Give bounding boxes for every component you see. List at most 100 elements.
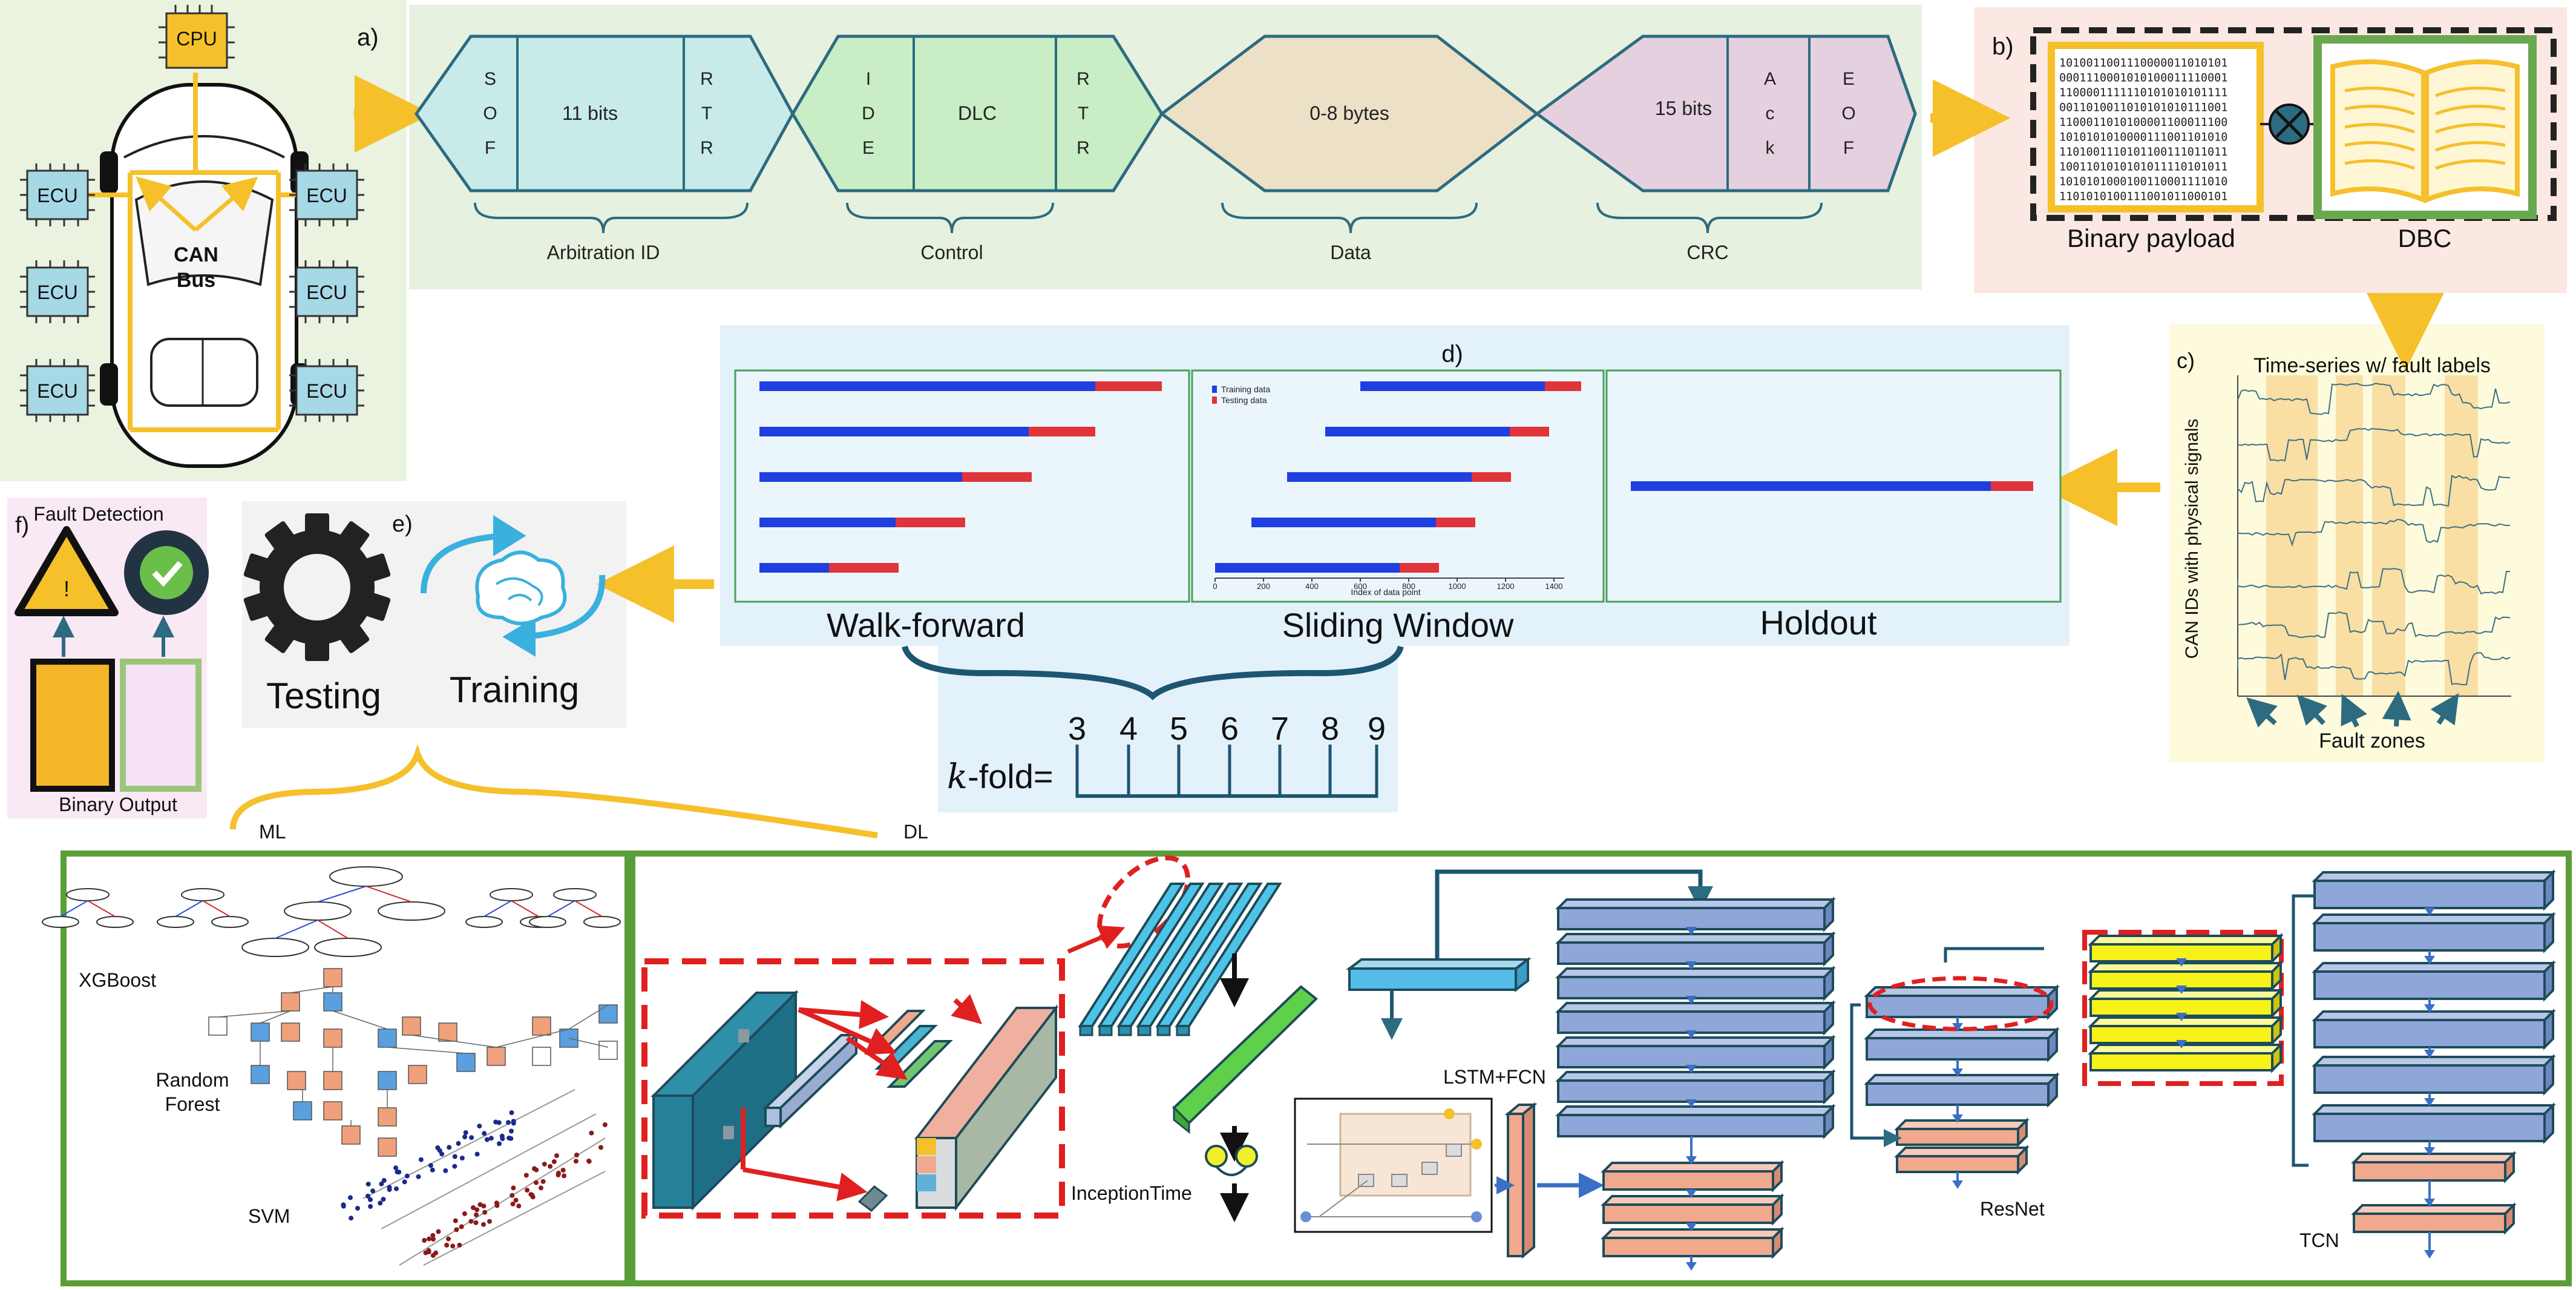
layer-block bbox=[1555, 1000, 1836, 1036]
kfold-value: 9 bbox=[1368, 711, 1386, 747]
cpu-label: CPU bbox=[176, 28, 217, 50]
svm-point bbox=[602, 1122, 608, 1127]
layer-block bbox=[2312, 1054, 2556, 1096]
svm-point bbox=[435, 1145, 441, 1150]
panel-label-c: c) bbox=[2177, 348, 2195, 373]
fault-zone bbox=[2336, 375, 2363, 696]
sw-tick-label: 1000 bbox=[1449, 582, 1466, 591]
decoding-dashed-box bbox=[2030, 27, 2557, 221]
layer-block bbox=[1555, 1069, 1836, 1105]
layer-block bbox=[2351, 1202, 2517, 1235]
kfold-value: 8 bbox=[1321, 711, 1339, 747]
svm-point bbox=[554, 1153, 559, 1159]
layer-block bbox=[2351, 1151, 2517, 1183]
panel-label-b: b) bbox=[1992, 33, 2014, 60]
svm-point bbox=[452, 1154, 457, 1159]
frame-letter-ide: E bbox=[862, 138, 874, 158]
svm-point bbox=[418, 1157, 424, 1162]
svm-point bbox=[487, 1219, 492, 1224]
test-bar bbox=[1436, 518, 1475, 527]
detection-title: Fault Detection bbox=[33, 503, 163, 525]
svm-point bbox=[474, 1212, 479, 1217]
cpu-chip bbox=[165, 12, 228, 69]
sw-tick-label: 0 bbox=[1213, 582, 1217, 591]
test-bar bbox=[1029, 427, 1095, 436]
layer-block bbox=[1894, 1145, 2030, 1175]
tcn-graphic bbox=[2292, 869, 2556, 1259]
svm-point bbox=[404, 1173, 410, 1179]
binary-output-label: Binary Output bbox=[59, 794, 177, 815]
svm-point bbox=[436, 1229, 441, 1234]
ecu-chip: ECU bbox=[289, 260, 364, 323]
timeseries-ylabel: CAN IDs with physical signals bbox=[2182, 419, 2202, 659]
svm-point bbox=[452, 1163, 457, 1169]
signal-trace bbox=[2237, 652, 2511, 686]
ml-dl-brace bbox=[230, 744, 878, 838]
frame-letter-sof: S bbox=[484, 69, 496, 89]
resnet-label: ResNet bbox=[1980, 1198, 2045, 1220]
payload-label: Binary payload bbox=[2067, 224, 2235, 252]
layer-block bbox=[1555, 1104, 1836, 1139]
ecu-chip: ECU bbox=[289, 359, 364, 422]
can-frame: 11 bits DLC 0-8 bytes 15 bits SOFRTRIDER… bbox=[414, 35, 1917, 263]
svm-point bbox=[430, 1232, 436, 1238]
training-label: Training bbox=[450, 670, 580, 710]
frame-letter-rtr2: R bbox=[1077, 69, 1090, 89]
svm-point bbox=[450, 1243, 456, 1249]
timeseries-plot bbox=[2237, 375, 2511, 697]
svm-point bbox=[370, 1188, 376, 1194]
svm-point bbox=[586, 1158, 592, 1163]
svm-point bbox=[560, 1168, 566, 1173]
frame-brace bbox=[1596, 202, 1823, 234]
frame-letter-eof: F bbox=[1843, 138, 1854, 158]
binary-line: 0011010011010101010111001 bbox=[2059, 102, 2227, 114]
kfold-brace bbox=[902, 645, 1404, 700]
svm-scatter-graphic bbox=[341, 1089, 608, 1266]
warning-icon bbox=[15, 526, 119, 616]
inceptiontime-label: InceptionTime bbox=[1071, 1182, 1192, 1204]
ecu-label: ECU bbox=[37, 185, 78, 206]
layer-block bbox=[1601, 1160, 1785, 1193]
train-bar bbox=[1360, 381, 1545, 391]
train-bar bbox=[759, 427, 1029, 436]
xgboost-label: XGBoost bbox=[79, 969, 156, 991]
svm-point bbox=[453, 1218, 458, 1223]
train-bar bbox=[759, 472, 962, 482]
binary-line: 1101001110101100111011011 bbox=[2059, 146, 2227, 159]
fault-zone-label: Fault zones bbox=[2319, 729, 2425, 752]
sw-tick-label: 400 bbox=[1305, 582, 1319, 591]
frame-letter-ack: A bbox=[1764, 69, 1776, 89]
svm-point bbox=[548, 1163, 553, 1169]
book-icon bbox=[2330, 59, 2520, 203]
train-bar bbox=[759, 381, 1095, 391]
layer-block bbox=[2312, 1102, 2556, 1144]
rf-label-1: Random bbox=[156, 1069, 229, 1091]
svm-point bbox=[516, 1203, 522, 1209]
svm-point bbox=[463, 1130, 468, 1135]
inceptiontime-graphic bbox=[641, 855, 1319, 1222]
svm-point bbox=[355, 1206, 360, 1211]
decision-tree-graphic bbox=[42, 866, 621, 1157]
frame-crc bbox=[1534, 35, 1917, 193]
svm-point bbox=[510, 1193, 515, 1198]
svm-point bbox=[378, 1200, 383, 1206]
layer-block bbox=[1894, 1117, 2030, 1148]
train-bar bbox=[1325, 427, 1510, 436]
svm-point bbox=[482, 1209, 488, 1215]
split-name-holdout: Holdout bbox=[1760, 604, 1876, 642]
svm-point bbox=[444, 1242, 450, 1248]
svm-point bbox=[598, 1145, 603, 1150]
layer-block bbox=[2312, 869, 2556, 911]
lstm-fcn-graphic bbox=[1294, 869, 1836, 1271]
crc-bits: 15 bits bbox=[1655, 97, 1712, 119]
svm-point bbox=[477, 1124, 482, 1129]
frame-brace bbox=[1221, 202, 1478, 234]
svm-point bbox=[428, 1163, 433, 1168]
train-bar bbox=[759, 563, 829, 573]
svm-point bbox=[439, 1151, 445, 1157]
svm-label: SVM bbox=[248, 1205, 290, 1227]
test-bar bbox=[829, 563, 899, 573]
